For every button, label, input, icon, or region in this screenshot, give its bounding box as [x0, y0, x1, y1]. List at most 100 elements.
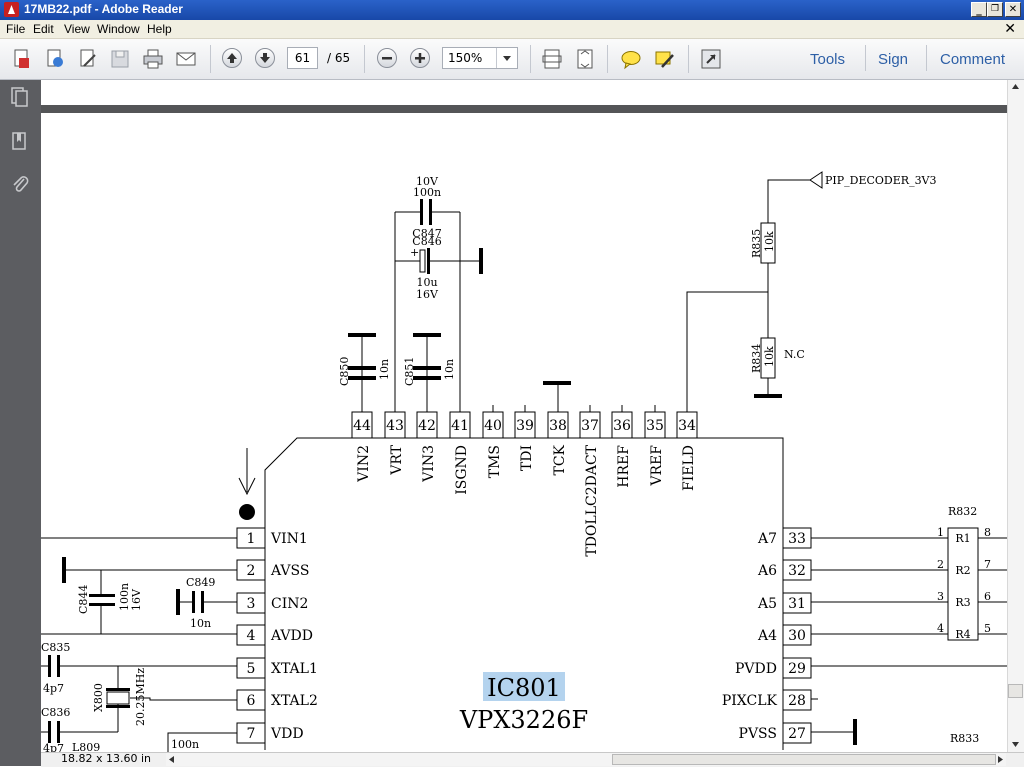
- menu-file[interactable]: File: [6, 22, 26, 36]
- pin-box: [782, 592, 812, 614]
- pin-number: 40: [484, 418, 502, 434]
- pin-name: A7: [757, 531, 777, 547]
- c850-plate: [348, 366, 376, 370]
- edit-pdf-icon[interactable]: [43, 47, 67, 71]
- restore-button[interactable]: ❐: [987, 2, 1003, 17]
- toolbar: Tools Sign Comment: [0, 39, 1024, 80]
- pin-number: 29: [788, 661, 806, 677]
- pin-name: FIELD: [681, 445, 697, 491]
- vertical-scrollbar[interactable]: [1007, 80, 1024, 752]
- chip-outline: [264, 437, 784, 750]
- page-up-button[interactable]: [222, 48, 242, 68]
- ground-symbol: [348, 333, 376, 337]
- zoom-value: 150%: [448, 51, 483, 65]
- pin-name: HREF: [616, 445, 632, 488]
- c847-plate: [420, 199, 423, 225]
- pin-number: 36: [613, 418, 631, 434]
- toolbar-separator: [865, 45, 866, 71]
- zoom-select[interactable]: 150%: [442, 47, 518, 69]
- pin-name: TMS: [487, 445, 503, 478]
- c846-ref: C846: [412, 235, 441, 248]
- pin-number: 37: [581, 418, 599, 434]
- c836-plate: [48, 721, 51, 743]
- r832-ref: R832: [948, 505, 977, 518]
- pin-number: 1: [247, 531, 256, 547]
- schematic-page: 44 43 42 41 40 39 38 37 36 35 34 VIN2 VR…: [41, 171, 1007, 752]
- r832-element: R4: [955, 628, 970, 641]
- c850-plate: [348, 376, 376, 380]
- page-down-icon: [260, 53, 270, 63]
- scroll-down-icon[interactable]: [1008, 737, 1023, 751]
- r832-pin: 2: [937, 558, 944, 571]
- document-close-icon[interactable]: ✕: [1004, 21, 1016, 37]
- ground-symbol: [543, 381, 571, 385]
- ground-symbol: [853, 719, 857, 745]
- zoom-out-button[interactable]: [377, 48, 397, 68]
- bookmarks-icon[interactable]: [10, 130, 30, 152]
- vertical-scroll-thumb[interactable]: [1008, 684, 1023, 698]
- scroll-up-icon[interactable]: [1008, 80, 1023, 94]
- x800-ref: X800: [92, 683, 105, 712]
- pin-number: 43: [386, 418, 404, 434]
- page-down-button[interactable]: [255, 48, 275, 68]
- horizontal-scroll-thumb[interactable]: [612, 754, 996, 765]
- x800-value: 20.25MHz: [134, 668, 147, 726]
- c835-value: 4p7: [43, 682, 64, 695]
- pin-box: [782, 722, 812, 744]
- pin-name: AVSS: [270, 563, 309, 579]
- pin-name: A6: [757, 563, 777, 579]
- x800-body: [106, 691, 130, 705]
- fit-width-icon[interactable]: [540, 47, 564, 71]
- document-viewport[interactable]: 44 43 42 41 40 39 38 37 36 35 34 VIN2 VR…: [41, 80, 1007, 752]
- comment-link[interactable]: Comment: [940, 51, 1006, 68]
- zoom-in-button[interactable]: [410, 48, 430, 68]
- save-icon[interactable]: [108, 47, 132, 71]
- ground-symbol: [176, 589, 180, 615]
- menu-edit[interactable]: Edit: [33, 22, 54, 36]
- fit-page-icon[interactable]: [573, 47, 597, 71]
- r832-pin: 6: [984, 590, 991, 603]
- sign-edit-icon[interactable]: [76, 47, 100, 71]
- pin-number: 5: [247, 661, 256, 677]
- scroll-left-icon[interactable]: [166, 753, 178, 766]
- highlight-icon[interactable]: [652, 47, 676, 71]
- expand-icon[interactable]: [699, 47, 723, 71]
- pin-name: AVDD: [270, 628, 313, 644]
- tools-link[interactable]: Tools: [810, 51, 846, 68]
- r832-pin: 7: [984, 558, 991, 571]
- c836-plate: [57, 721, 60, 743]
- pin1-dot: [239, 504, 255, 520]
- window-close-button[interactable]: ✕: [1005, 2, 1021, 17]
- pin-number: 44: [353, 418, 371, 434]
- pin-number: 35: [646, 418, 664, 434]
- ground-symbol: [479, 248, 483, 274]
- r832-element: R3: [955, 596, 970, 609]
- attachments-icon[interactable]: [10, 173, 30, 195]
- l809-ref: L809: [72, 741, 100, 752]
- toolbar-separator: [926, 45, 927, 71]
- menu-help[interactable]: Help: [147, 22, 172, 36]
- r834-value: 10k: [763, 346, 776, 367]
- pin-name: VDD: [270, 726, 304, 742]
- menu-view[interactable]: View: [64, 22, 90, 36]
- menu-window[interactable]: Window: [97, 22, 140, 36]
- create-pdf-icon[interactable]: [10, 47, 34, 71]
- page-number-input[interactable]: 61: [287, 47, 318, 69]
- print-icon[interactable]: [141, 47, 165, 71]
- scroll-right-icon[interactable]: [994, 753, 1006, 766]
- pages-icon[interactable]: [10, 86, 30, 108]
- toolbar-separator: [688, 45, 689, 73]
- minimize-button[interactable]: _: [971, 2, 987, 17]
- pin-number: 34: [678, 418, 696, 434]
- pin-number: 7: [247, 726, 256, 742]
- zoom-in-icon: [415, 53, 425, 63]
- email-icon[interactable]: [174, 47, 198, 71]
- sign-link[interactable]: Sign: [878, 51, 909, 68]
- ground-symbol: [413, 333, 441, 337]
- pin-number: 6: [247, 693, 256, 709]
- r832-element: R2: [955, 564, 970, 577]
- pin-name: VIN2: [356, 445, 372, 483]
- comment-icon[interactable]: [619, 47, 643, 71]
- pin-number: 2: [247, 563, 256, 579]
- chevron-down-icon[interactable]: [496, 48, 517, 68]
